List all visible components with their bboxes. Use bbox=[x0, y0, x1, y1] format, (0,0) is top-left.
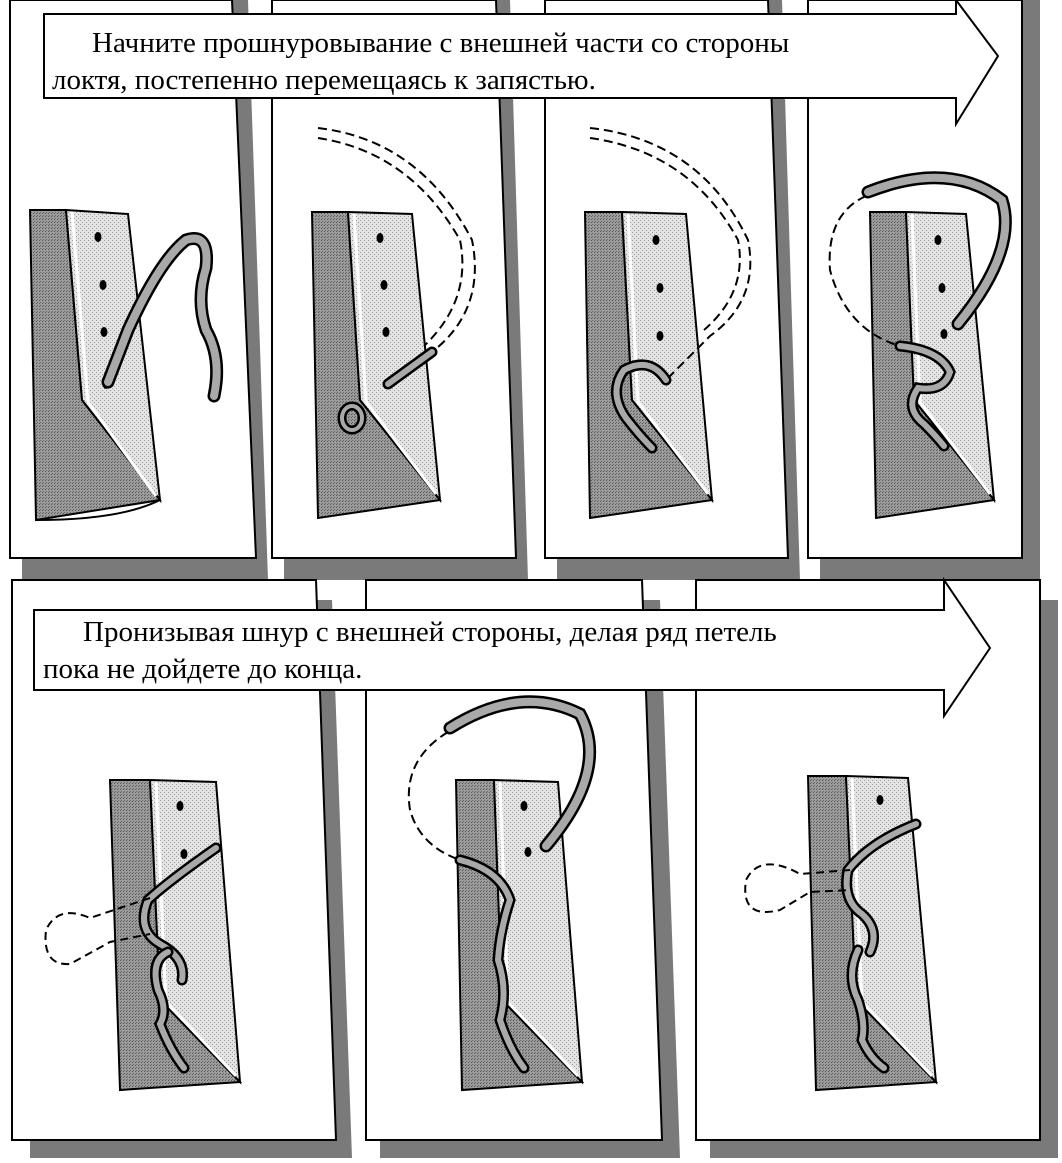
instruction-step-2-line-2: пока не дойдете до конца. bbox=[43, 653, 363, 685]
instruction-step-2: Пронизывая шнур с внешней стороны, делая… bbox=[43, 614, 777, 688]
panel-1-illustration bbox=[28, 208, 224, 522]
instruction-step-1: Начните прошнуровывание с внешней части … bbox=[52, 25, 789, 99]
panel-7-illustration bbox=[744, 774, 939, 1092]
arrow-banner-top bbox=[43, 0, 1000, 128]
instruction-step-1-line-1: Начните прошнуровывание с внешней части … bbox=[92, 27, 790, 59]
arrow-banner-bottom bbox=[33, 576, 992, 720]
panel-4-illustration bbox=[828, 171, 1012, 520]
panel-5-illustration bbox=[44, 778, 243, 1092]
instruction-step-1-line-2: локтя, постепенно перемещаясь к запястью… bbox=[52, 64, 596, 96]
panel-6-illustration bbox=[407, 695, 597, 1092]
instruction-step-2-line-1: Пронизывая шнур с внешней стороны, делая… bbox=[83, 616, 777, 648]
panel-3-illustration bbox=[583, 127, 752, 520]
panel-2-illustration bbox=[310, 127, 476, 520]
